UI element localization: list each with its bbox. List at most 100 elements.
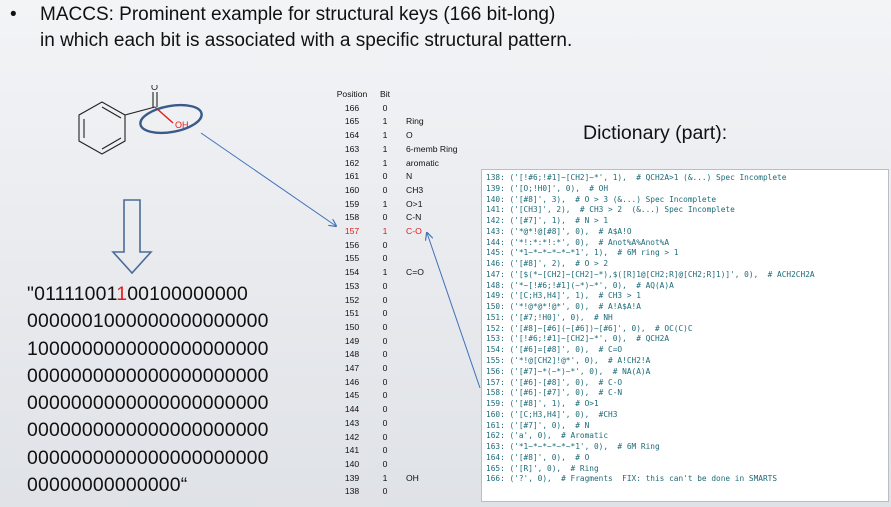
position-cell: 151 (344, 308, 360, 319)
bit-line-6: 0000000000000000000000 (27, 419, 269, 442)
dictionary-line: 147: ('[$(*~[CH2]~[CH2]~*),$([R]1@[CH2;R… (486, 269, 815, 279)
bit-line-2: 0000001000000000000000 (27, 310, 269, 333)
pattern-cell (398, 102, 486, 116)
aromatic-bond-1 (101, 106, 122, 119)
pattern-cell: O (406, 130, 413, 141)
bit-cell: 1 (382, 116, 388, 127)
bit-cell: 1 (382, 157, 388, 168)
bit-cell: 0 (382, 445, 388, 456)
pattern-cell: C=O (406, 267, 424, 278)
bit-line-4: 0000000000000000000000 (27, 364, 269, 387)
dictionary-line: 138: ('[!#6;!#1]~[CH2]~*', 1), # QCH2A>1… (486, 173, 787, 182)
position-cell: 162 (344, 157, 360, 168)
pattern-cell (398, 431, 486, 445)
position-cell: 166 (344, 102, 360, 113)
bit-string: "01111001100100000000 000000100000000000… (27, 281, 327, 499)
bit-cell: 0 (382, 363, 388, 374)
carbonyl-oxygen-label: O (151, 85, 158, 92)
position-cell: 141 (344, 445, 360, 456)
dictionary-title: Dictionary (part): (583, 122, 728, 144)
position-cell: 153 (344, 280, 360, 291)
position-cell: 145 (344, 390, 360, 401)
bit-line-5: 0000000000000000000000 (27, 392, 269, 415)
position-cell: 144 (344, 404, 360, 415)
dictionary-line: 143: ('*@*!@[#8]', 0), # A$A!O (486, 226, 632, 236)
bit-line-1: "01111001100100000000 (27, 281, 327, 308)
bit-header: Bit (379, 89, 391, 99)
pattern-cell (398, 348, 486, 362)
bit-cell: 0 (382, 171, 388, 182)
aromatic-bond-3 (101, 137, 122, 150)
benzene-ring (78, 101, 126, 155)
dictionary-line: 152: ('[#8]~[#6](~[#6])~[#6]', 0), # OC(… (486, 323, 693, 333)
bit-segment: "01111001 (27, 283, 117, 305)
table-row: 147 0 (332, 362, 486, 376)
pattern-cell (398, 362, 486, 376)
pattern-cell: C-N (406, 212, 422, 223)
bit-cell: 0 (382, 280, 388, 291)
dictionary-code-panel: 138: ('[!#6;!#1]~[CH2]~*', 1), # QCH2A>1… (481, 169, 889, 502)
dictionary-line: 166: ('?', 0), # Fragments FIX: this can… (486, 474, 778, 484)
position-cell: 156 (344, 239, 360, 250)
benzoic-acid-structure: O OH (78, 85, 203, 155)
bit-cell: 0 (382, 486, 388, 497)
pattern-cell: Ring (406, 116, 424, 127)
pattern-cell (398, 294, 486, 308)
table-row: 160 0 CH3 (332, 184, 486, 198)
pattern-cell (398, 485, 486, 499)
position-cell: 138 (344, 486, 360, 497)
highlighted-bit: 1 (116, 283, 128, 305)
position-cell: 160 (344, 184, 360, 195)
position-cell: 139 (344, 472, 360, 483)
bit-cell: 0 (382, 431, 388, 442)
position-cell: 154 (344, 267, 360, 278)
position-cell: 150 (344, 321, 360, 332)
pattern-cell: N (406, 171, 413, 182)
dictionary-line: 159: ('[#8]', 1), # O>1 (486, 399, 599, 409)
bit-cell: 0 (382, 390, 388, 401)
pattern-cell (398, 252, 486, 266)
position-cell: 147 (344, 363, 360, 374)
bit-segment: 00100000000 (127, 283, 249, 305)
dictionary-line: 140: ('[#8]', 3), # O > 3 (&...) Spec In… (486, 194, 717, 204)
dictionary-line: 141: ('[CH3]', 2), # CH3 > 2 (&...) Spec… (486, 205, 735, 215)
bit-cell: 0 (382, 376, 388, 387)
position-header: Position (336, 89, 368, 99)
pattern-cell: C-O (406, 226, 422, 237)
pattern-cell (398, 403, 486, 417)
bit-cell: 0 (382, 184, 388, 195)
dictionary-line: 151: ('[#7;!H0]', 0), # NH (486, 312, 613, 322)
table-row: 145 0 (332, 389, 486, 403)
bit-cell: 0 (382, 404, 388, 415)
dictionary-line: 142: ('[#7]', 1), # N > 1 (486, 216, 609, 226)
dictionary-line: 162: ('a', 0), # Aromatic (486, 431, 609, 441)
bit-cell: 0 (382, 308, 388, 319)
pattern-cell: CH3 (406, 184, 424, 195)
pattern-cell: O>1 (406, 198, 423, 209)
table-row: 141 0 (332, 444, 486, 458)
position-cell: 158 (344, 212, 360, 223)
position-cell: 143 (344, 417, 360, 428)
bit-cell: 1 (382, 143, 388, 154)
bit-cell: 0 (382, 349, 388, 360)
position-cell: 164 (344, 130, 360, 141)
